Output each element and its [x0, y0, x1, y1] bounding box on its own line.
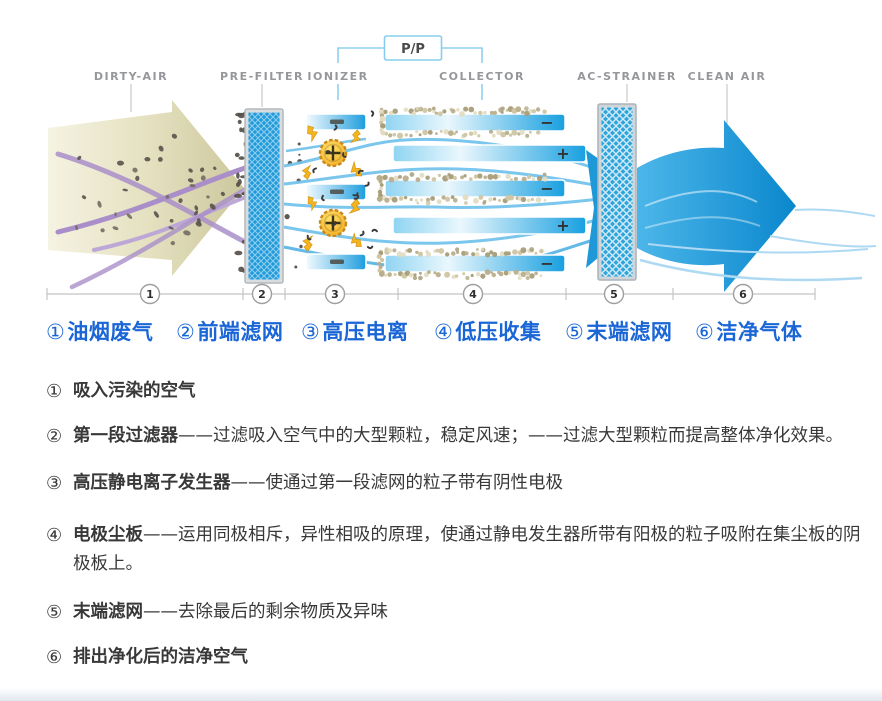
- stage-label-pre-filter: PRE-FILTER: [220, 70, 304, 83]
- stage-label-ac-strainer: AC-STRAINER: [577, 70, 677, 83]
- collector-plate-positive-2: [392, 216, 587, 235]
- pp-label: P/P: [401, 42, 425, 57]
- stage-label-dirty-air: DIRTY-AIR: [94, 70, 168, 83]
- desc-num-1: ①: [46, 381, 63, 402]
- collector-plate-negative-3: [384, 254, 566, 273]
- legend-item-4: ④低压收集: [434, 316, 541, 346]
- ionizer-electrodes: [305, 113, 367, 271]
- desc-text-2: 第一段过滤器——过滤吸入空气中的大型颗粒，稳定风速；——过滤大型颗粒而提高整体净…: [73, 426, 843, 446]
- section-marker-1: 1: [146, 288, 154, 301]
- legend-num-5: ⑤: [565, 320, 585, 344]
- section-marker-5: 5: [610, 288, 618, 301]
- plate-sign-1: −: [540, 113, 553, 132]
- section-marker-4: 4: [469, 288, 477, 301]
- description-item-1: ① 吸入污染的空气: [46, 377, 864, 406]
- stage-label-clean-air: CLEAN AIR: [688, 70, 767, 83]
- description-item-3: ③ 高压静电离子发生器——使通过第一段滤网的粒子带有阴性电极: [46, 469, 864, 498]
- legend-label-2: 前端滤网: [197, 320, 284, 344]
- plate-sign-3: −: [540, 179, 553, 198]
- desc-text-5: 末端滤网——去除最后的剩余物质及异味: [73, 602, 388, 622]
- pp-connector-lines: [337, 47, 483, 100]
- section-marker-3: 3: [331, 288, 339, 301]
- legend-num-3: ③: [301, 320, 321, 344]
- desc-text-1: 吸入污染的空气: [73, 381, 196, 401]
- legend-num-6: ⑥: [695, 320, 715, 344]
- description-item-4: ④ 电极尘板——运用同极相斥，异性相吸的原理，使通过静电发生器所带有阳极的粒子吸…: [46, 521, 864, 579]
- ac-strainer: [597, 103, 637, 281]
- legend-num-4: ④: [434, 320, 454, 344]
- collector-plate-negative-2: [384, 179, 566, 198]
- collector-deposits: [376, 106, 548, 281]
- legend-num-1: ①: [46, 320, 66, 344]
- legend-num-2: ②: [176, 320, 196, 344]
- ionizer: [300, 110, 378, 271]
- ionizer-particles: [306, 110, 378, 250]
- trailing-wind-lines: [639, 208, 877, 282]
- bottom-gradient-strip: [0, 688, 882, 701]
- section-marker-2: 2: [258, 288, 266, 301]
- plate-sign-2: +: [556, 144, 569, 163]
- desc-num-6: ⑥: [46, 647, 63, 668]
- positive-ion-1: [318, 138, 348, 168]
- legend-label-3: 高压电离: [322, 320, 409, 344]
- description-item-6: ⑥ 排出净化后的洁净空气: [46, 643, 864, 672]
- plate-sign-4: +: [556, 216, 569, 235]
- desc-num-2: ②: [46, 426, 63, 447]
- process-diagram: DIRTY-AIR PRE-FILTER IONIZER COLLECTOR A…: [46, 35, 877, 305]
- positive-ion-2: [318, 208, 348, 238]
- stage-label-ionizer: IONIZER: [307, 70, 368, 83]
- clean-air-arrow: [637, 120, 796, 292]
- description-item-5: ⑤ 末端滤网——去除最后的剩余物质及异味: [46, 598, 864, 627]
- desc-num-4: ④: [46, 525, 63, 546]
- section-markers: 1 2 3 4 5 6: [139, 283, 754, 305]
- section-bracket: 1 2 3 4 5 6: [46, 283, 816, 305]
- pre-filter: [244, 108, 284, 284]
- legend-label-5: 末端滤网: [586, 320, 673, 344]
- pp-box: [383, 35, 443, 61]
- smoke-lines: [55, 151, 249, 290]
- desc-text-3: 高压静电离子发生器——使通过第一段滤网的粒子带有阴性电极: [73, 473, 563, 493]
- collector-plate-positive-1: [392, 144, 587, 163]
- desc-text-4: 电极尘板——运用同极相斥，异性相吸的原理，使通过静电发生器所带有阳极的粒子吸附在…: [73, 525, 861, 574]
- legend-label-4: 低压收集: [455, 320, 542, 344]
- legend-item-5: ⑤末端滤网: [565, 316, 672, 346]
- legend-item-3: ③高压电离: [301, 316, 408, 346]
- desc-num-3: ③: [46, 473, 63, 494]
- collector: − + − + −: [376, 106, 587, 281]
- stage-label-collector: COLLECTOR: [439, 70, 525, 83]
- desc-num-5: ⑤: [46, 602, 63, 623]
- legend-item-6: ⑥洁净气体: [695, 316, 802, 346]
- desc-text-6: 排出净化后的洁净空气: [73, 647, 248, 667]
- descriptions: ① 吸入污染的空气 ② 第一段过滤器——过滤吸入空气中的大型颗粒，稳定风速；——…: [46, 377, 864, 672]
- section-marker-6: 6: [739, 288, 747, 301]
- legend-label-1: 油烟废气: [67, 320, 154, 344]
- collector-plate-negative-1: [384, 113, 566, 132]
- legend-label-6: 洁净气体: [716, 320, 803, 344]
- legend-item-2: ②前端滤网: [176, 316, 283, 346]
- legend-item-1: ①油烟废气: [46, 316, 153, 346]
- legend-row: ①油烟废气 ②前端滤网 ③高压电离 ④低压收集 ⑤末端滤网 ⑥洁净气体: [0, 316, 882, 346]
- description-item-2: ② 第一段过滤器——过滤吸入空气中的大型颗粒，稳定风速；——过滤大型颗粒而提高整…: [46, 422, 864, 451]
- plate-sign-5: −: [540, 254, 553, 273]
